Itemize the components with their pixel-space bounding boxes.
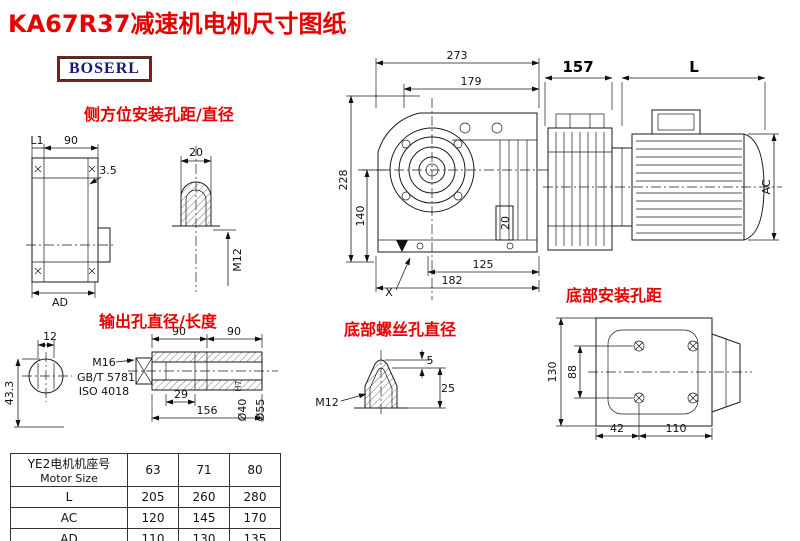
dim-L: L (689, 58, 699, 76)
table-header-row: YE2电机机座号 Motor Size 63 71 80 (10, 453, 281, 487)
left-side-view: L1 90 3.5 AD (26, 134, 117, 309)
bottom-screw-detail: 5 25 M12 (315, 350, 455, 416)
dim-box-20 (495, 205, 514, 241)
dim-M12-bottom: M12 (315, 396, 339, 409)
table-cell: 130 (178, 528, 230, 541)
shaft-dimensions: 90 90 29 156 Ø40 H7 Ø55 (151, 325, 267, 422)
table-row-L: L 205 260 280 (10, 486, 281, 508)
dim-M12-side: M12 (231, 248, 244, 272)
dim-5: 5 (427, 354, 434, 367)
motor-end-cap (743, 133, 765, 241)
dim-20-hole: 20 (189, 146, 203, 159)
retaining-bolt (135, 357, 153, 385)
table-header-cell: YE2电机机座号 Motor Size (10, 453, 128, 487)
label-side-mount: 侧方位安装孔距/直径 (84, 105, 234, 124)
gearbox-housing-outline (377, 112, 538, 253)
dim-AD: AD (52, 296, 68, 309)
table-size-63: 63 (127, 453, 179, 487)
label-output-hole: 输出孔直径/长度 (99, 312, 217, 331)
dim-130: 130 (546, 362, 559, 383)
dim-110: 110 (666, 422, 687, 435)
table-cell: 120 (127, 507, 179, 529)
output-shaft-detail: M16 GB/T 5781 ISO 4018 90 90 29 156 (77, 325, 278, 422)
dim-L1: L1 (30, 134, 43, 147)
dim-29: 29 (174, 388, 188, 401)
dim-M16: M16 (92, 356, 116, 369)
page-title: KA67R37减速机电机尺寸图纸 (8, 10, 347, 38)
table-size-80: 80 (229, 453, 281, 487)
dim-88: 88 (566, 365, 579, 379)
dim-43-3: 43.3 (3, 381, 16, 406)
table-cell: 260 (178, 486, 230, 508)
left-view-dimensions: L1 90 3.5 AD (30, 134, 116, 309)
dim-d55: Ø55 (254, 399, 267, 422)
table-cell: 145 (178, 507, 230, 529)
front-view-dimensions: 273 179 228 140 125 182 X (337, 49, 540, 299)
dim-gbt-5781: GB/T 5781 (77, 371, 135, 384)
table-row-AD: AD 110 130 135 (10, 528, 281, 541)
dim-d40: Ø40 (236, 399, 249, 422)
dim-12: 12 (43, 330, 57, 343)
screw-hole-section (364, 359, 398, 409)
side-view: 157 L AC (543, 58, 782, 251)
side-view-dimensions: 157 L AC (544, 58, 779, 241)
dim-3-5: 3.5 (99, 164, 117, 177)
gearbox-side-profile (547, 113, 613, 251)
dim-228: 228 (337, 170, 350, 191)
table-cell: 135 (229, 528, 281, 541)
dim-90b: 90 (227, 325, 241, 338)
dim-182: 182 (442, 274, 463, 287)
table-header-en: Motor Size (40, 472, 98, 485)
surface-mark-triangle (396, 240, 408, 252)
shaft-end-view: 12 43.3 (3, 330, 72, 428)
table-header-cn: YE2电机机座号 (27, 457, 111, 471)
mounting-holes (633, 340, 699, 404)
brand-logo: BOSERL (57, 56, 152, 82)
dim-AC: AC (760, 179, 773, 194)
bottom-screw-dimensions: 5 25 M12 (315, 350, 455, 409)
dim-140: 140 (354, 206, 367, 227)
label-bottom-screw: 底部螺丝孔直径 (344, 320, 457, 339)
dim-273: 273 (447, 49, 468, 62)
bottom-view: 130 88 42 110 (546, 317, 752, 440)
motor-body (631, 109, 765, 241)
side-hole-detail: 20 M12 (172, 146, 244, 292)
row-label-AD: AD (10, 528, 128, 541)
table-cell: 170 (229, 507, 281, 529)
dim-iso-4018: ISO 4018 (79, 385, 129, 398)
table-cell: 110 (127, 528, 179, 541)
dim-125: 125 (473, 258, 494, 271)
dim-156: 156 (197, 404, 218, 417)
dim-x-mark: X (385, 286, 393, 299)
table-row-AC: AC 120 145 170 (10, 507, 281, 529)
label-bottom-mount: 底部安装孔距 (566, 286, 663, 305)
row-label-L: L (10, 486, 128, 508)
row-label-AC: AC (10, 507, 128, 529)
bolt-cross-marks (34, 165, 96, 275)
dim-157: 157 (562, 58, 593, 76)
bottom-view-dimensions: 130 88 42 110 (546, 317, 713, 440)
motor-size-table: YE2电机机座号 Motor Size 63 71 80 L 205 260 2… (10, 453, 281, 541)
dim-42: 42 (610, 422, 624, 435)
front-view: 20 273 179 228 140 125 (337, 49, 548, 300)
dim-90a: 90 (172, 325, 186, 338)
dim-d40-tolerance: H7 (234, 380, 243, 391)
hole-section-hatched (180, 181, 212, 227)
dim-179: 179 (461, 75, 482, 88)
table-cell: 280 (229, 486, 281, 508)
dim-90-side: 90 (64, 134, 78, 147)
table-cell: 205 (127, 486, 179, 508)
dim-25: 25 (441, 382, 455, 395)
dim-front-20: 20 (499, 216, 512, 230)
terminal-box (651, 109, 701, 135)
table-size-71: 71 (178, 453, 230, 487)
